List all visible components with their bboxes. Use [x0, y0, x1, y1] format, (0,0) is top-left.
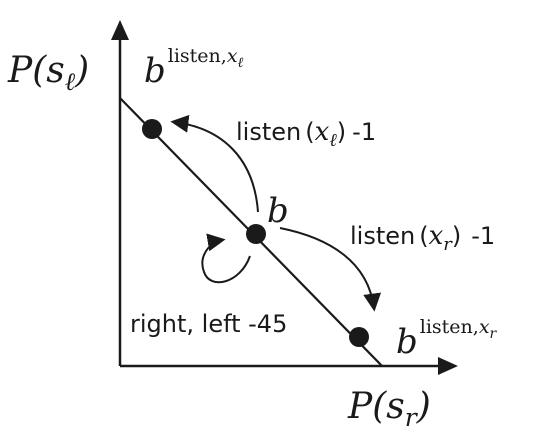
belief-center-label: b — [267, 191, 289, 231]
self-loop-arrow — [201, 233, 251, 284]
y-axis-arrowhead — [111, 20, 129, 40]
listen-right-arrow — [279, 227, 382, 312]
belief-point-left — [142, 119, 162, 139]
right-left-label: right, left -45 — [130, 310, 287, 338]
listen-right-label: listen(xr)-1 — [350, 221, 495, 255]
listen-left-arrow — [170, 114, 259, 213]
x-axis-label: P(sr) — [347, 386, 431, 432]
x-axis-arrowhead — [438, 357, 458, 375]
listen-left-label: listen(xℓ)-1 — [236, 117, 376, 151]
belief-point-center — [246, 224, 266, 244]
belief-point-right — [349, 327, 369, 347]
y-axis-label: P(sℓ) — [7, 50, 89, 96]
